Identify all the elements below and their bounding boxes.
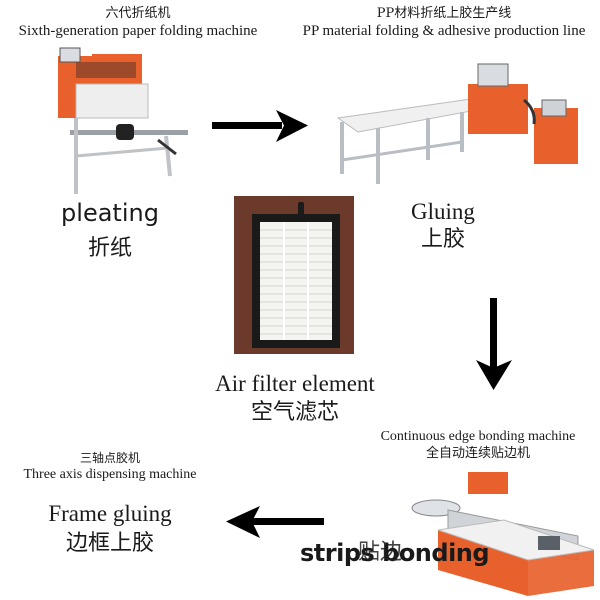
machine-base-front	[438, 530, 528, 596]
folding-head	[76, 62, 136, 78]
step-label-pleating-en: pleating	[61, 199, 159, 227]
product-label-en: Air filter element	[215, 371, 375, 396]
folding-machine-name-zh: 六代折纸机	[105, 6, 171, 21]
production-line-caption: PP材料折纸上胶生产线 PP material folding & adhesi…	[288, 6, 600, 41]
edge-bonding-machine-photo	[411, 472, 595, 596]
product-label: Air filter element 空气滤芯	[190, 370, 400, 428]
step-label-gluing-en: Gluing	[411, 199, 475, 224]
step-label-strips-bonding: strips bonding 贴边	[300, 536, 510, 576]
arrow-down-icon	[476, 298, 512, 390]
control-screen	[59, 47, 81, 63]
step-label-frame-gluing-en: Frame gluing	[48, 501, 172, 526]
step-label-frame-gluing-zh: 边框上胶	[65, 531, 154, 556]
paper-folding-machine-photo	[58, 47, 188, 194]
gluing-unit	[468, 84, 528, 134]
table-crossbar	[341, 140, 463, 162]
step-label-gluing: Gluing 上胶	[388, 198, 498, 254]
production-line-photo	[336, 63, 578, 184]
step-label-pleating: pleating 折纸	[60, 198, 160, 264]
step-label-gluing-zh: 上胶	[420, 227, 465, 252]
folding-machine-caption: 六代折纸机 Sixth-generation paper folding mac…	[0, 6, 276, 41]
filter-media	[260, 222, 332, 340]
production-line-name-en: PP material folding & adhesive productio…	[302, 23, 586, 39]
edge-bonding-machine-name-en: Continuous edge bonding machine	[380, 429, 576, 444]
tension-arm	[157, 138, 177, 156]
filter-pull-tab	[298, 202, 304, 216]
machine-base-side	[528, 550, 594, 596]
step-label-strips-bonding-en: strips bonding	[300, 539, 490, 567]
production-line-name-zh: PP材料折纸上胶生产线	[376, 6, 512, 21]
air-filter-photo	[234, 196, 354, 354]
product-label-zh: 空气滤芯	[250, 400, 339, 425]
dispensing-machine-caption: 三轴点胶机 Three axis dispensing machine	[0, 450, 220, 483]
step-label-pleating-zh: 折纸	[87, 236, 132, 261]
paper-roll	[116, 124, 134, 140]
step-label-frame-gluing: Frame gluing 边框上胶	[20, 500, 200, 560]
dispensing-machine-name-zh: 三轴点胶机	[79, 451, 140, 465]
folding-machine-name-en: Sixth-generation paper folding machine	[18, 23, 258, 39]
control-cabinet	[534, 108, 578, 164]
gluing-unit-screen	[477, 63, 509, 87]
arrow-left-icon	[226, 506, 324, 538]
crossbar	[75, 146, 169, 158]
drive-motor	[538, 536, 560, 550]
edge-bonding-machine-name-zh: 全自动连续贴边机	[425, 446, 530, 461]
filter-pleats	[260, 229, 332, 335]
dispensing-machine-name-en: Three axis dispensing machine	[23, 467, 197, 482]
edge-bonding-machine-caption: Continuous edge bonding machine 全自动连续贴边机	[356, 428, 600, 462]
hose	[523, 98, 536, 125]
arrow-right-icon	[212, 110, 308, 142]
cabinet-screen	[541, 99, 567, 117]
leg-right	[164, 135, 172, 177]
paper-sheet	[75, 83, 149, 119]
step-label-strips-bonding-zh: 贴边	[358, 540, 403, 565]
motor-housing	[468, 472, 508, 494]
